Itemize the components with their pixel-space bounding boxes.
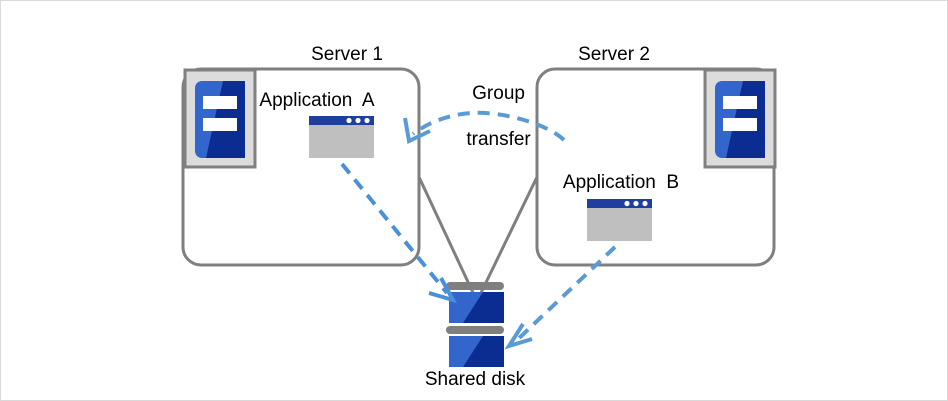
application-b-icon [587, 199, 652, 241]
group-transfer-label: Group transfer [383, 59, 593, 174]
application-b-label: Application B [562, 172, 680, 193]
server-icon-2 [703, 68, 777, 169]
server-1-to-disk-link [417, 176, 477, 298]
shared-disk-icon [446, 282, 504, 367]
server-icon-1 [183, 68, 257, 169]
shared-disk-label: Shared disk [424, 369, 526, 390]
server-1-box[interactable] [181, 67, 421, 267]
app-a-to-disk-arrow [340, 162, 458, 304]
application-a-icon [309, 116, 374, 158]
app-b-to-disk-arrow [504, 245, 617, 350]
server-2-label: Server 2 [578, 44, 650, 65]
group-transfer-label-line1: Group [472, 83, 525, 104]
application-a-label: Application A [259, 90, 375, 111]
group-transfer-label-line2: transfer [466, 129, 531, 150]
group-transfer-arrow [403, 110, 566, 144]
server-1-label: Server 1 [311, 44, 383, 65]
server-2-to-disk-link [477, 176, 539, 298]
